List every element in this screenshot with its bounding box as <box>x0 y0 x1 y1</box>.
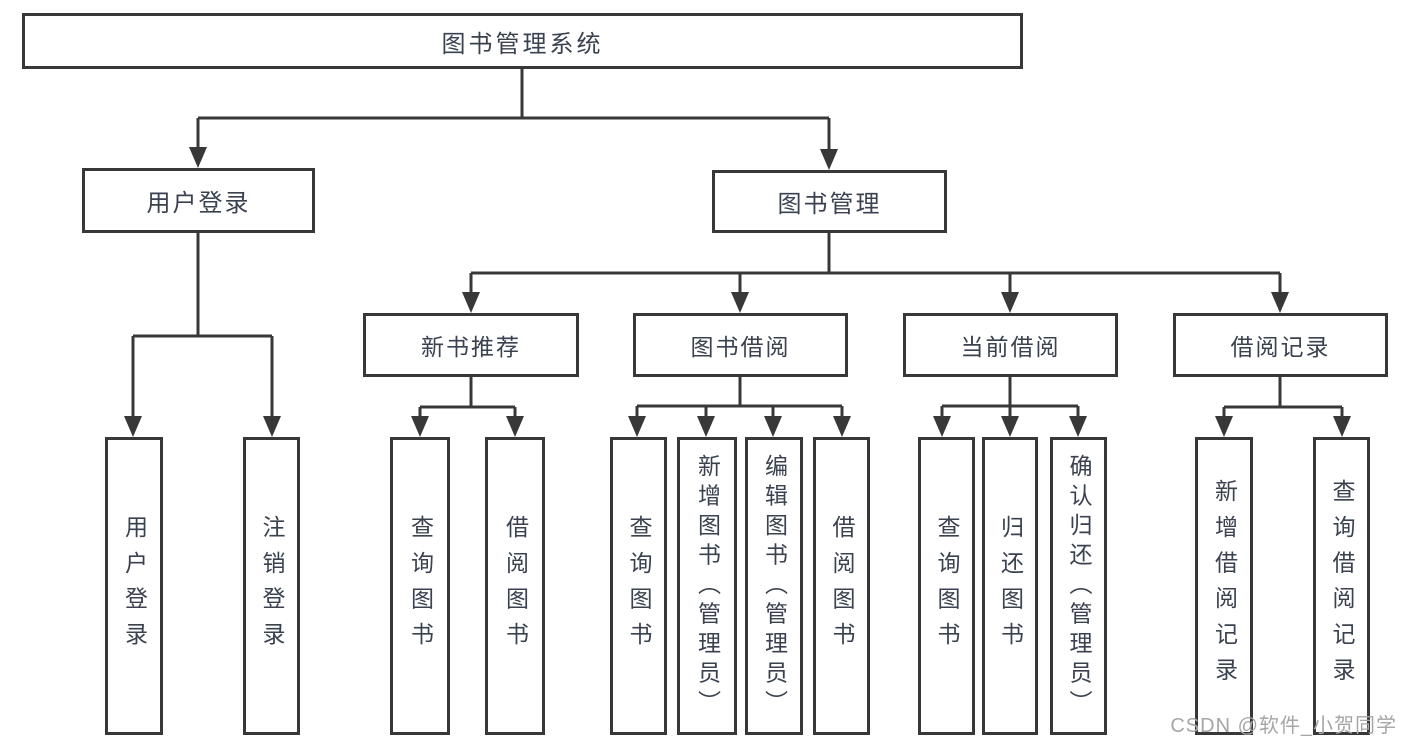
leaf-bb-query-books-label: 查询图书 <box>626 514 652 658</box>
leaf-bb-add-books-admin-label: 新增图书（管理员） <box>694 453 721 719</box>
leaf-cb-query-books-label: 查询图书 <box>934 514 960 658</box>
leaf-cb-query-books: 查询图书 <box>918 437 975 735</box>
leaf-user-login-label: 用户登录 <box>121 514 148 658</box>
leaf-nbr-borrow-books: 借阅图书 <box>485 437 545 735</box>
edge-user-login-children <box>124 233 281 437</box>
node-new-book-recommend-label: 新书推荐 <box>421 334 521 360</box>
leaf-logout-label: 注销登录 <box>259 514 285 658</box>
node-current-borrowing: 当前借阅 <box>903 313 1118 377</box>
leaf-cb-confirm-return-admin-label: 确认归还（管理员） <box>1066 453 1092 719</box>
edge-current-borrow-children <box>933 377 1087 437</box>
leaf-nbr-query-books: 查询图书 <box>390 437 450 735</box>
node-borrowing-records-label: 借阅记录 <box>1230 334 1331 360</box>
leaf-bb-edit-books-admin-label: 编辑图书（管理员） <box>761 453 788 719</box>
leaf-br-query-record: 查询借阅记录 <box>1313 437 1370 735</box>
leaf-cb-return-books: 归还图书 <box>982 437 1038 735</box>
leaf-logout: 注销登录 <box>243 437 300 735</box>
node-user-login-label: 用户登录 <box>146 190 251 217</box>
leaf-bb-borrow-books-label: 借阅图书 <box>829 514 855 658</box>
node-borrowing-records: 借阅记录 <box>1173 313 1388 377</box>
node-library-system-label: 图书管理系统 <box>441 30 604 58</box>
node-book-management-label: 图书管理 <box>777 191 882 218</box>
leaf-bb-add-books-admin: 新增图书（管理员） <box>677 437 737 735</box>
edge-book-borrow-children <box>628 377 851 437</box>
leaf-br-query-record-label: 查询借阅记录 <box>1329 479 1355 693</box>
edge-new-book-rec-children <box>411 377 524 437</box>
node-current-borrowing-label: 当前借阅 <box>960 334 1061 360</box>
node-book-borrowing-label: 图书借阅 <box>690 334 791 360</box>
node-library-system: 图书管理系统 <box>22 13 1023 69</box>
edge-borrow-records-children <box>1215 377 1351 437</box>
leaf-br-add-record-label: 新增借阅记录 <box>1211 479 1238 693</box>
leaf-cb-confirm-return-admin: 确认归还（管理员） <box>1050 437 1107 735</box>
edge-root-to-level2 <box>189 69 838 170</box>
node-book-borrowing: 图书借阅 <box>633 313 848 377</box>
node-new-book-recommend: 新书推荐 <box>363 313 579 377</box>
edge-book-mgmt-to-level3 <box>462 233 1289 313</box>
leaf-bb-query-books: 查询图书 <box>610 437 667 735</box>
leaf-bb-borrow-books: 借阅图书 <box>813 437 870 735</box>
leaf-nbr-query-books-label: 查询图书 <box>407 514 434 658</box>
leaf-nbr-borrow-books-label: 借阅图书 <box>502 514 529 658</box>
node-book-management: 图书管理 <box>712 170 947 233</box>
leaf-cb-return-books-label: 归还图书 <box>997 514 1024 658</box>
node-user-login: 用户登录 <box>82 168 315 233</box>
leaf-bb-edit-books-admin: 编辑图书（管理员） <box>745 437 803 735</box>
leaf-user-login: 用户登录 <box>105 437 163 735</box>
leaf-br-add-record: 新增借阅记录 <box>1195 437 1253 735</box>
csdn-watermark: CSDN @软件_小贺同学 <box>1170 715 1397 737</box>
